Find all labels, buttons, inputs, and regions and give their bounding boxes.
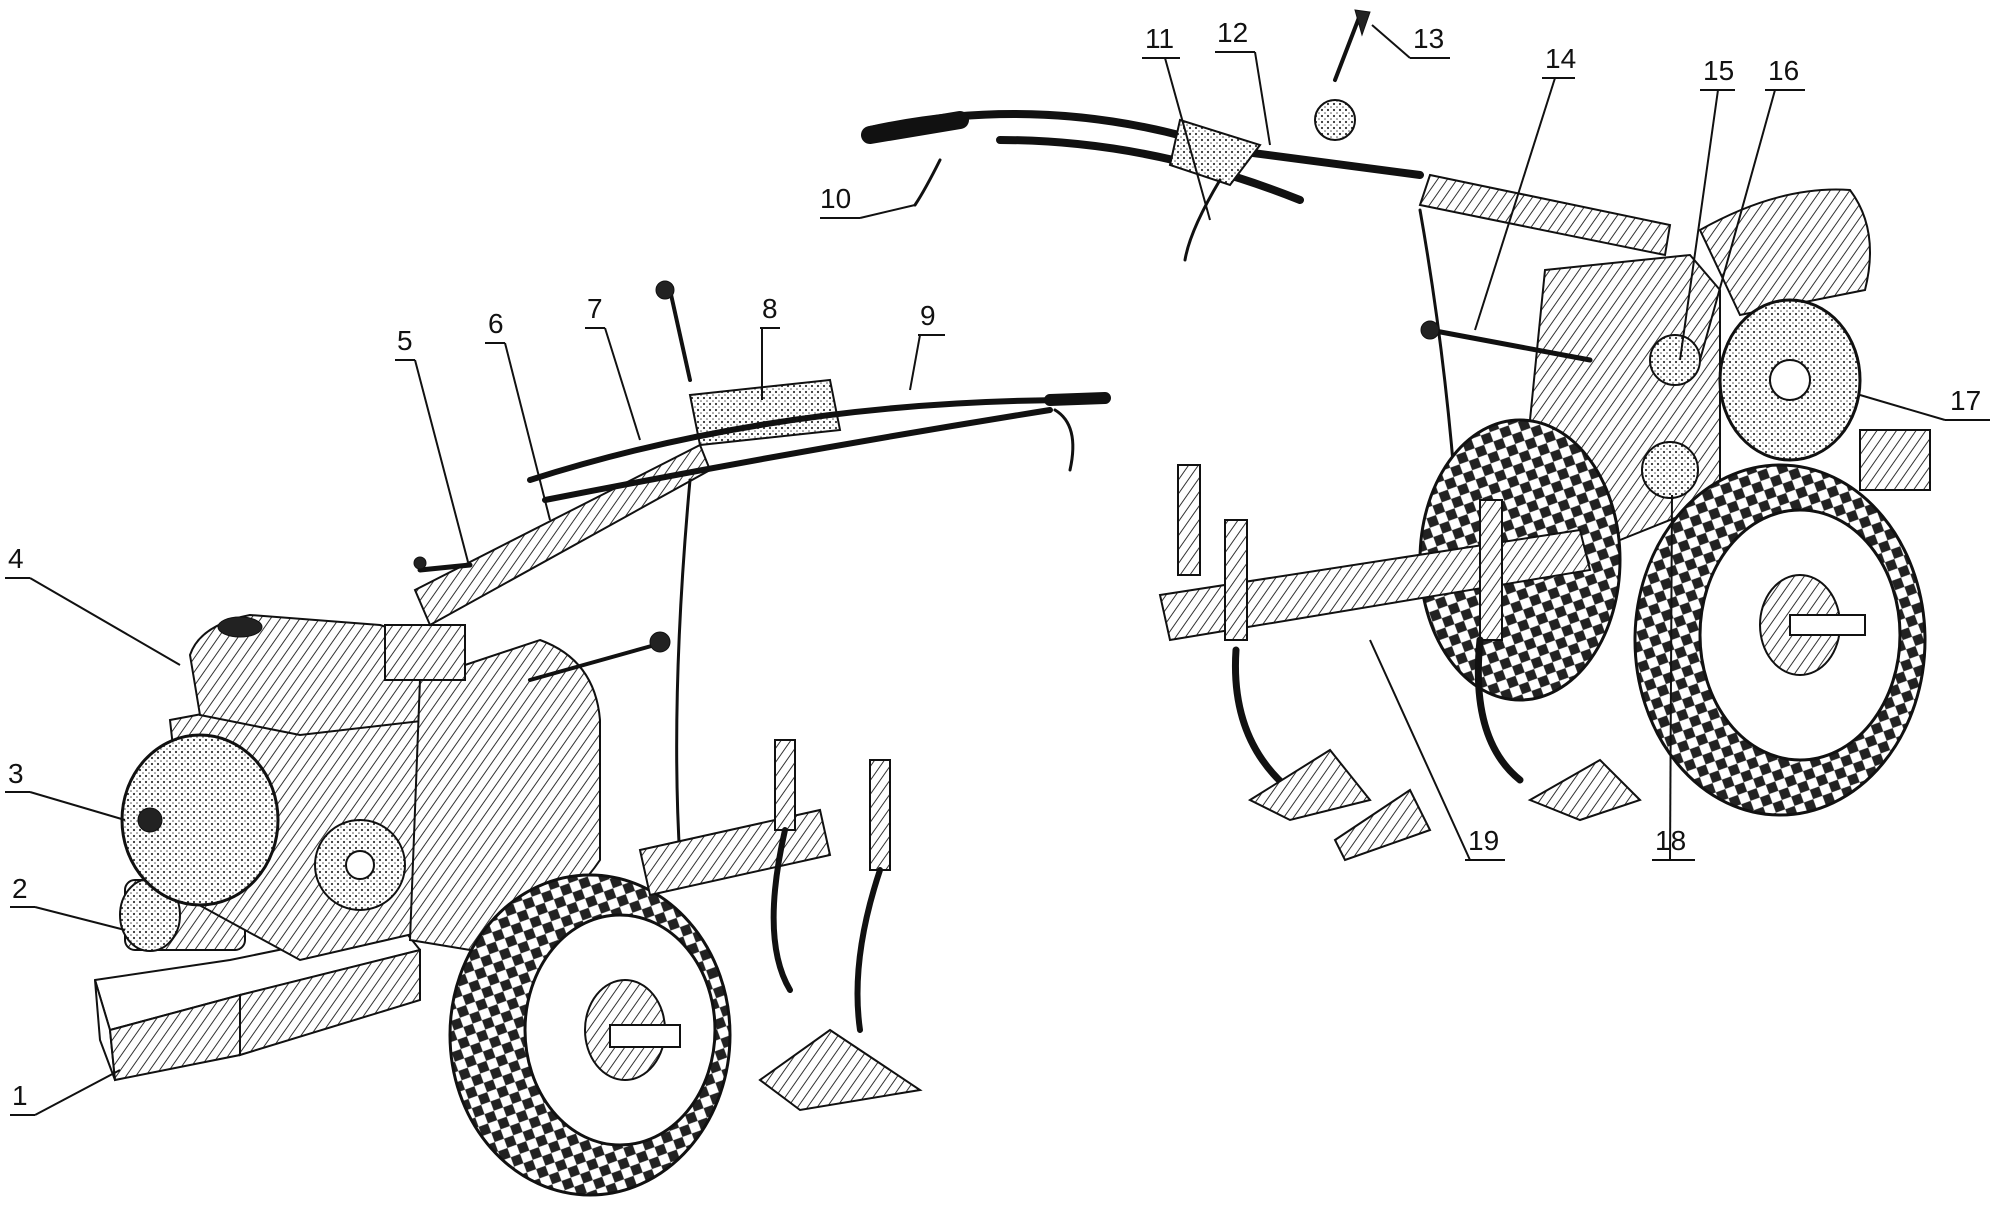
machine-front-view	[94, 280, 1111, 1197]
callout-label-19: 19	[1468, 825, 1499, 856]
handle-beam	[413, 280, 1111, 862]
callout-14: 14	[1474, 43, 1576, 331]
gearbox-housing	[384, 624, 601, 952]
callout-9: 9	[909, 300, 945, 391]
callout-label-13: 13	[1413, 23, 1444, 54]
wheel-front-view	[448, 873, 732, 1197]
callout-label-17: 17	[1950, 385, 1981, 416]
callout-10: 10	[820, 183, 916, 219]
callout-17: 17	[1859, 385, 1990, 421]
callout-7: 7	[585, 293, 641, 441]
callout-label-3: 3	[8, 758, 24, 789]
callout-label-16: 16	[1768, 55, 1799, 86]
machine-rear-view	[861, 9, 1931, 862]
callout-label-10: 10	[820, 183, 851, 214]
callout-label-15: 15	[1703, 55, 1734, 86]
callout-label-8: 8	[762, 293, 778, 324]
callout-1: 1	[10, 1069, 121, 1116]
callout-4: 4	[5, 543, 181, 666]
callout-label-11: 11	[1145, 23, 1174, 54]
callout-label-6: 6	[488, 308, 504, 339]
callout-11: 11	[1142, 23, 1211, 221]
engine-rear	[1698, 188, 1931, 491]
callout-label-1: 1	[12, 1080, 28, 1111]
cultivator-front-view	[638, 739, 923, 1112]
callout-label-12: 12	[1217, 17, 1248, 48]
callout-18: 18	[1652, 494, 1695, 861]
callout-19: 19	[1369, 639, 1505, 861]
callout-label-9: 9	[920, 300, 936, 331]
engine	[120, 688, 432, 962]
callout-6: 6	[485, 308, 551, 521]
callout-2: 2	[10, 873, 126, 931]
callout-3: 3	[5, 758, 126, 821]
callout-12: 12	[1215, 17, 1271, 146]
callout-label-2: 2	[12, 873, 28, 904]
callout-label-14: 14	[1545, 43, 1576, 74]
callout-5: 5	[395, 325, 469, 563]
callout-label-5: 5	[397, 325, 413, 356]
callout-13: 13	[1371, 23, 1450, 59]
callout-16: 16	[1699, 55, 1805, 361]
callout-label-7: 7	[587, 293, 603, 324]
callout-8: 8	[760, 293, 780, 400]
callout-label-4: 4	[8, 543, 24, 574]
callouts: 1 2 3 4 5 6 7	[5, 17, 1990, 1116]
callout-15: 15	[1679, 55, 1735, 361]
cultivator-rear-view	[1158, 464, 1642, 862]
